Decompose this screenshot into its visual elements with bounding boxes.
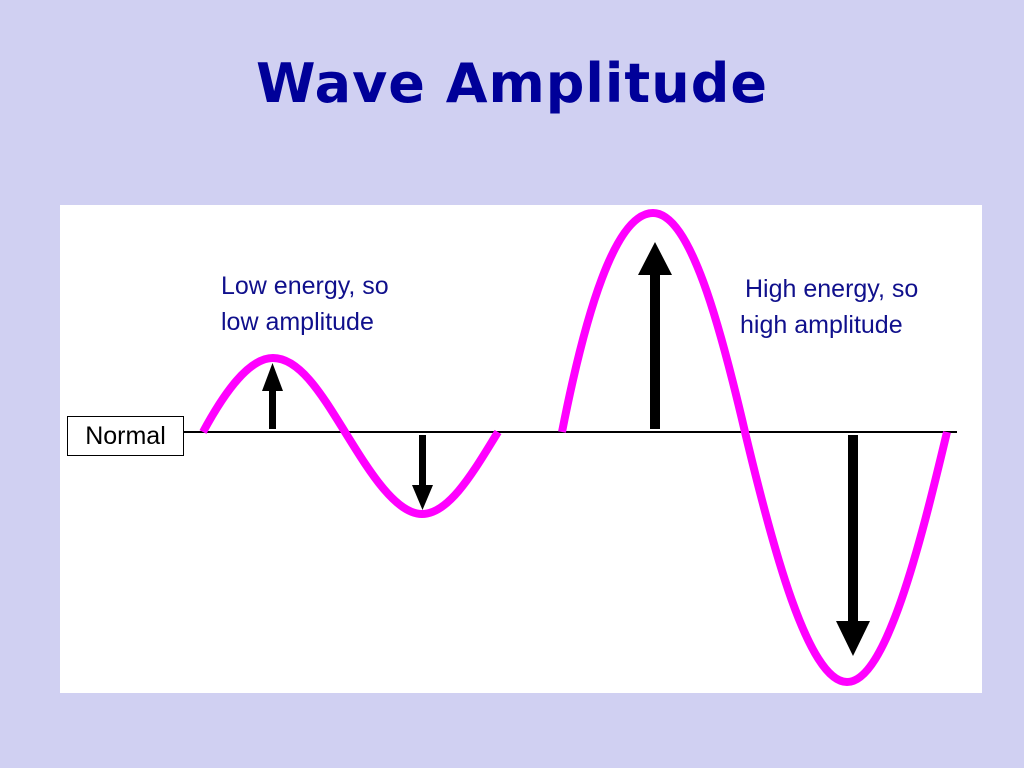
low-down-arrow-icon [412, 435, 433, 510]
high-caption-line2: high amplitude [740, 311, 903, 339]
low-caption-line1: Low energy, so [221, 272, 389, 300]
wave-diagram [184, 208, 957, 687]
high-energy-caption: High energy, so high amplitude [740, 271, 918, 343]
normal-label: Normal [67, 416, 184, 456]
slide-title: Wave Amplitude [256, 52, 768, 115]
high-up-arrow-icon [638, 242, 672, 429]
high-caption-line1: High energy, so [745, 275, 919, 303]
high-down-arrow-icon [836, 435, 870, 656]
low-caption-line2: low amplitude [221, 308, 374, 336]
low-energy-caption: Low energy, so low amplitude [221, 268, 389, 340]
diagram-panel: Normal Low energy, so low amplitude High… [60, 205, 982, 693]
high-amplitude-wave [558, 208, 951, 687]
low-up-arrow-icon [262, 363, 283, 429]
low-amplitude-wave [199, 353, 502, 519]
